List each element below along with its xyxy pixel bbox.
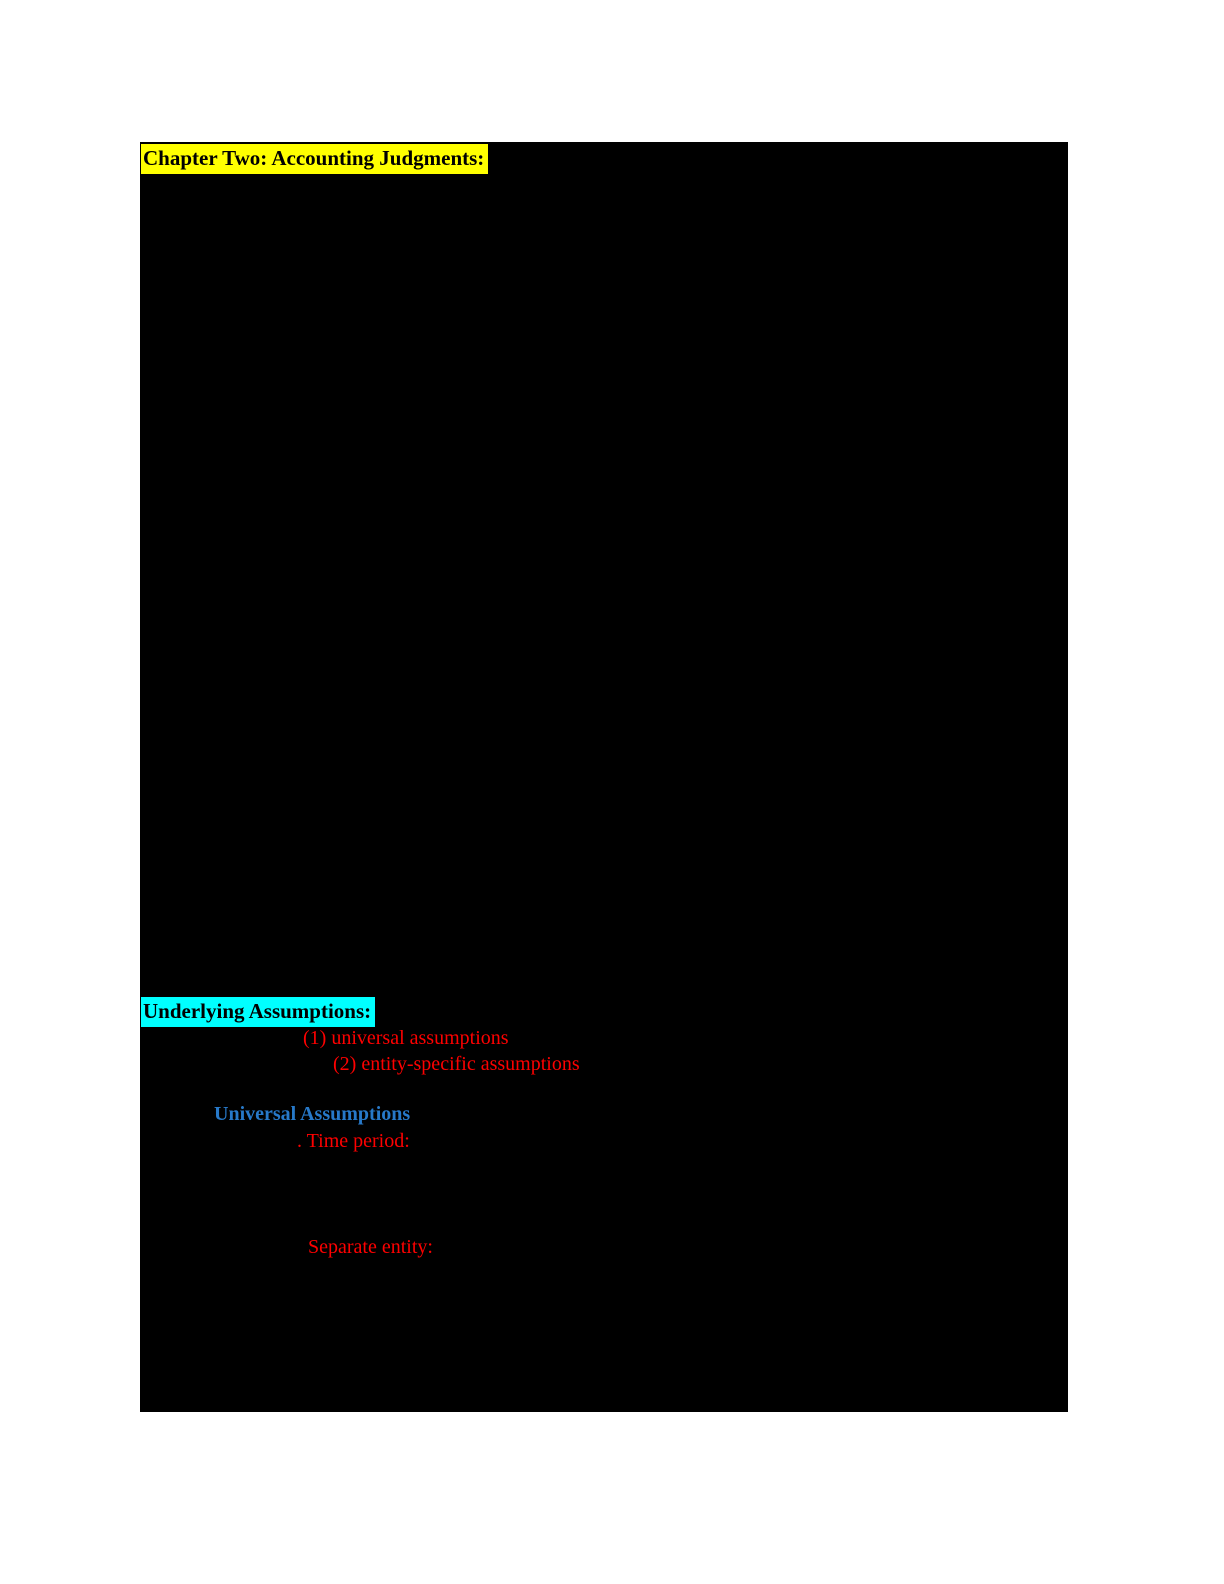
underlying-assumptions-heading: Underlying Assumptions: xyxy=(141,997,376,1028)
separate-entity-label: Separate entity: xyxy=(308,1236,433,1258)
redacted-content-block xyxy=(140,142,1068,1412)
universal-assumptions-subheading: Universal Assumptions xyxy=(214,1103,411,1125)
entity-specific-assumptions-list-item: (2) entity-specific assumptions xyxy=(333,1053,580,1075)
time-period-label: . Time period: xyxy=(297,1130,410,1152)
chapter-title-heading: Chapter Two: Accounting Judgments: xyxy=(141,144,489,175)
universal-assumptions-list-item: (1) universal assumptions xyxy=(303,1027,509,1049)
